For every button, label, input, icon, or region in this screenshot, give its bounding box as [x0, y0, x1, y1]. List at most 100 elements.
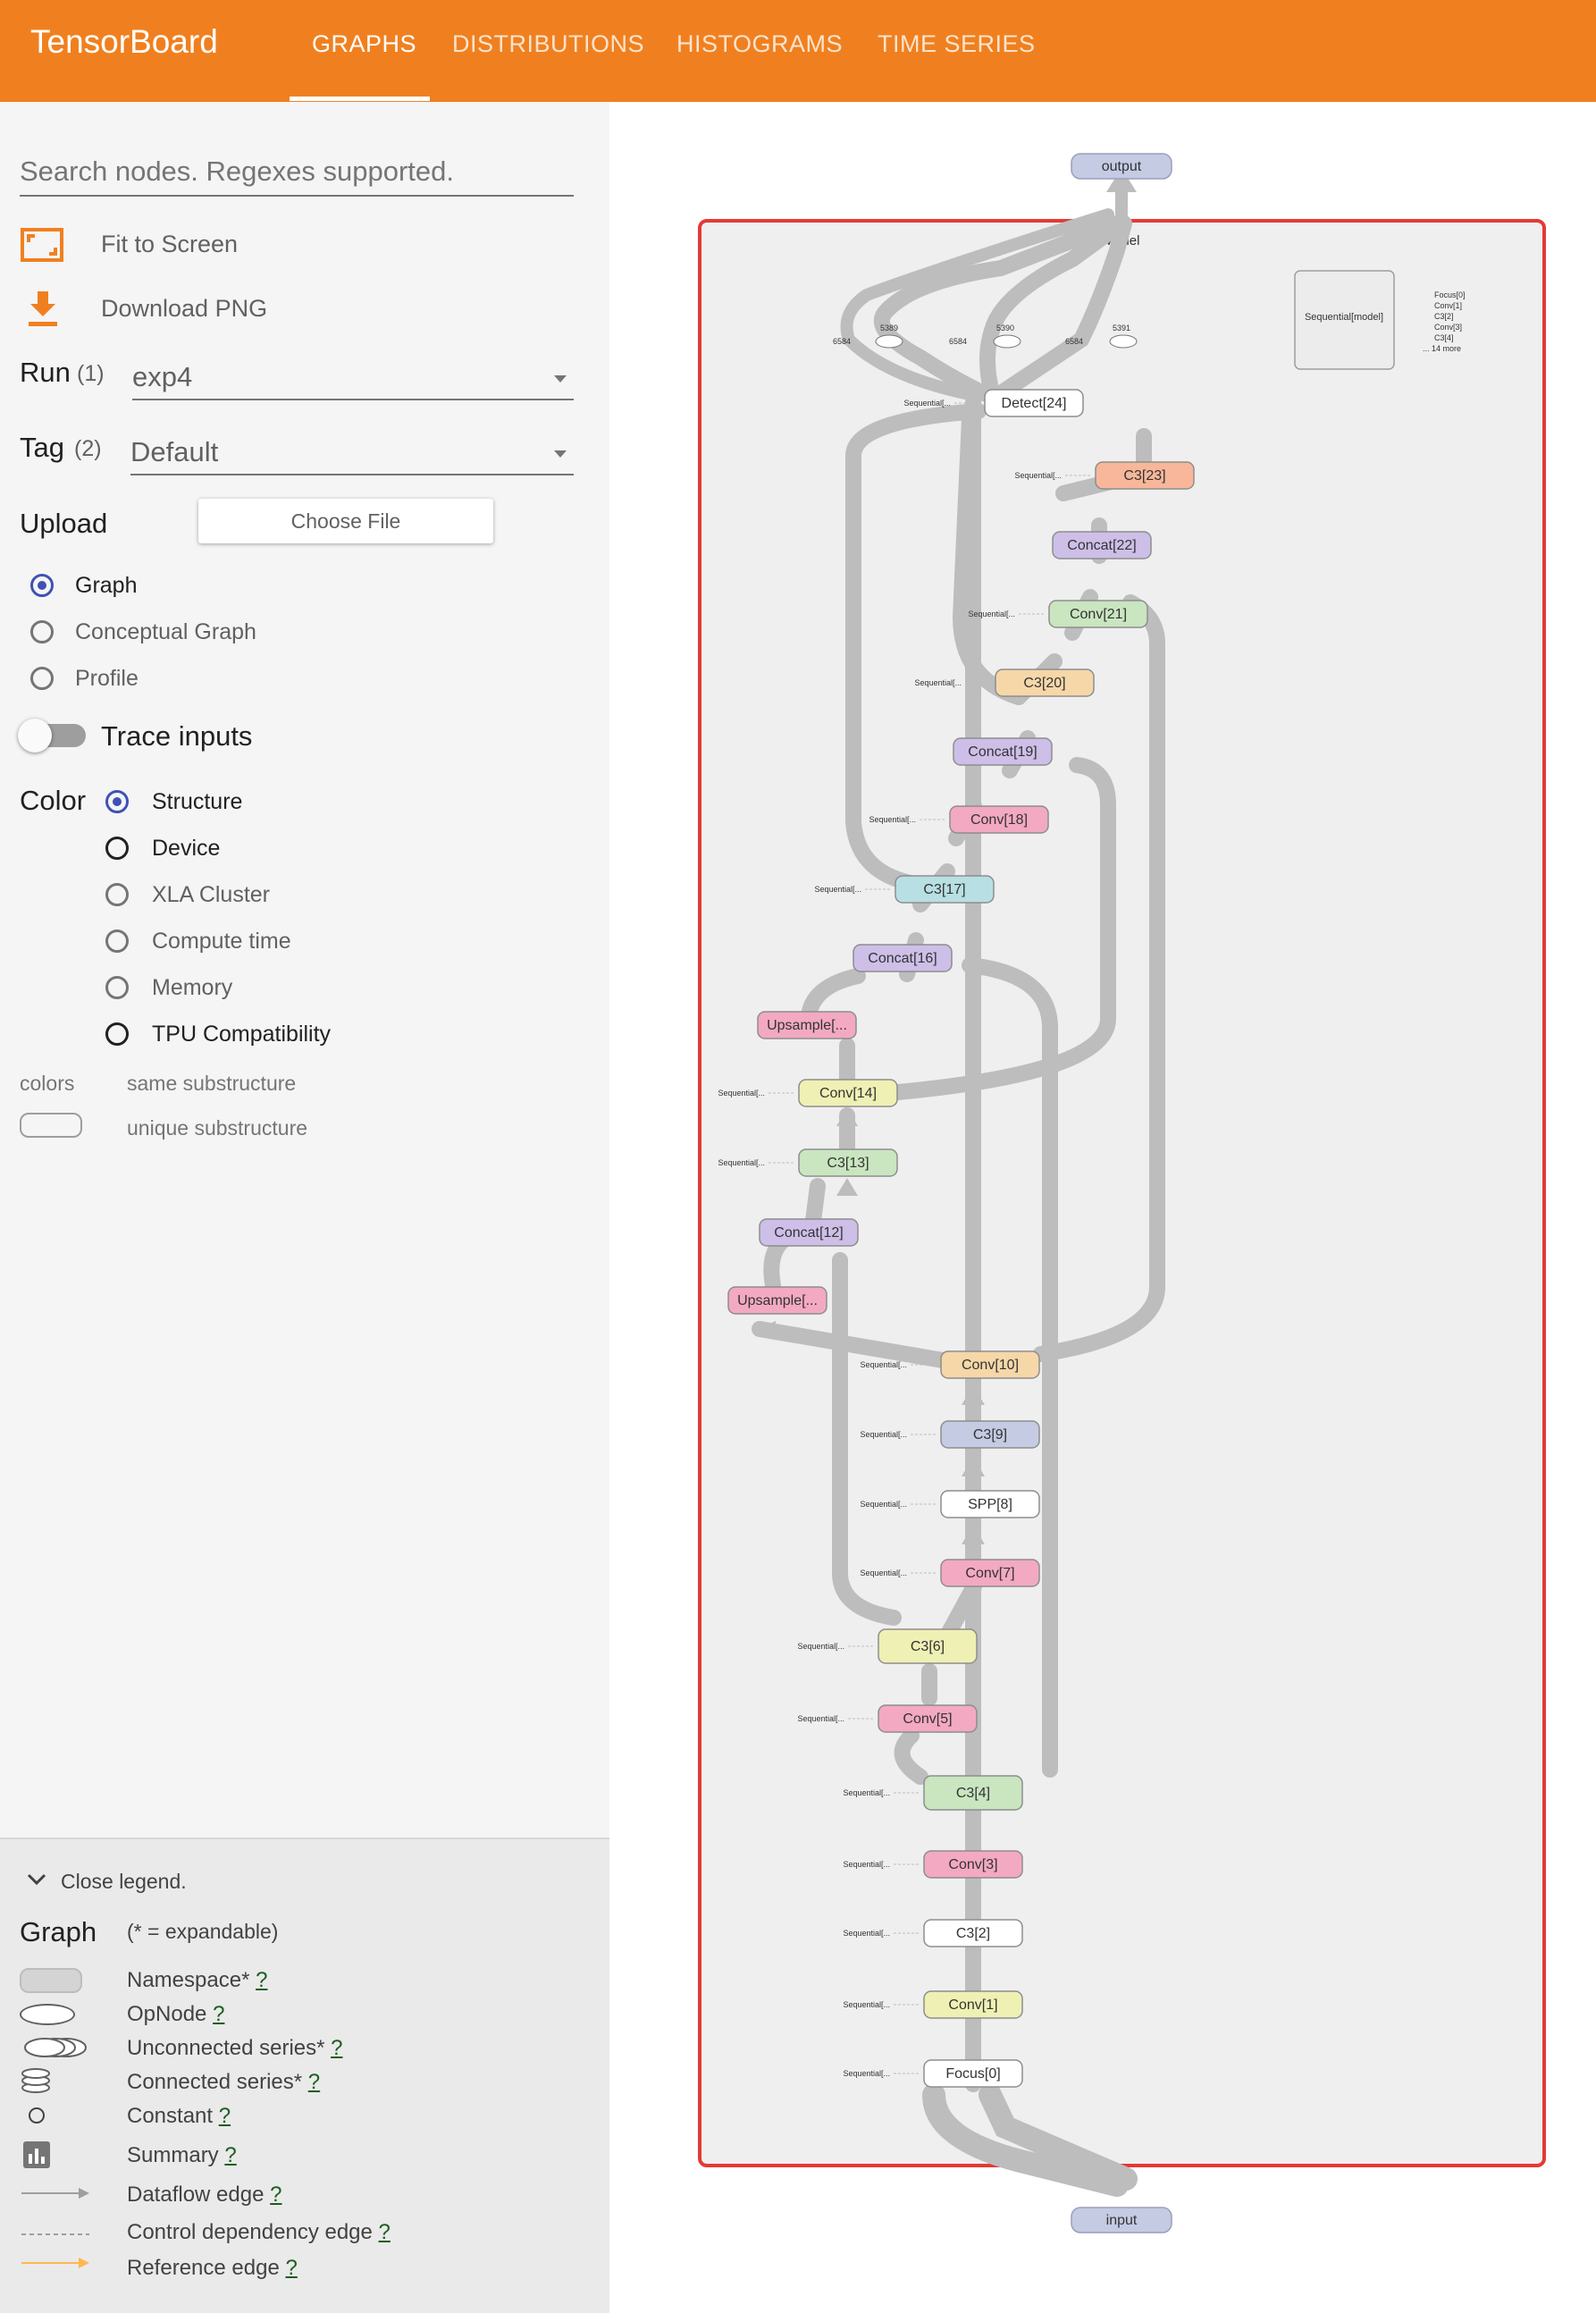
- trace-inputs-toggle-knob[interactable]: [18, 719, 52, 753]
- node-box[interactable]: [940, 1350, 1040, 1379]
- node-box[interactable]: [727, 1286, 827, 1315]
- node-box[interactable]: [757, 1011, 857, 1039]
- node-box[interactable]: [923, 1990, 1023, 2019]
- node-concat12[interactable]: Concat[12]: [759, 1218, 859, 1247]
- node-spp8[interactable]: Sequential[...SPP[8]: [860, 1490, 1040, 1518]
- node-conv7[interactable]: Sequential[...Conv[7]: [860, 1559, 1040, 1587]
- node-box[interactable]: [895, 875, 995, 904]
- node-c3_23[interactable]: Sequential[...C3[23]: [1014, 461, 1195, 490]
- node-box[interactable]: [949, 805, 1049, 834]
- sequential-model-node[interactable]: [1294, 270, 1395, 370]
- fit-to-screen-icon[interactable]: [20, 227, 64, 267]
- radio-tpu-compatibility[interactable]: [105, 1022, 129, 1046]
- help-link[interactable]: ?: [224, 2143, 237, 2167]
- chevron-down-icon[interactable]: [554, 448, 567, 464]
- tab-time-series[interactable]: TIME SERIES: [878, 30, 1036, 57]
- edge: [979, 215, 1130, 401]
- node-box[interactable]: [984, 389, 1084, 417]
- run-underline: [132, 399, 574, 400]
- help-link[interactable]: ?: [331, 2036, 343, 2060]
- node-box[interactable]: [923, 1775, 1023, 1811]
- node-conv1[interactable]: Sequential[...Conv[1]: [843, 1990, 1023, 2019]
- radio-compute-time[interactable]: [105, 929, 129, 953]
- node-c3_17[interactable]: Sequential[...C3[17]: [814, 875, 995, 904]
- node-box[interactable]: [759, 1218, 859, 1247]
- help-link[interactable]: ?: [307, 2070, 321, 2094]
- node-upsample11[interactable]: Upsample[...: [727, 1286, 827, 1315]
- choose-file-button[interactable]: Choose File: [198, 499, 493, 543]
- chevron-down-icon[interactable]: [27, 1873, 46, 1890]
- node-box[interactable]: [798, 1148, 898, 1177]
- radio-xla-cluster[interactable]: [105, 883, 129, 906]
- node-box[interactable]: [940, 1559, 1040, 1587]
- input-node[interactable]: [1071, 2207, 1172, 2233]
- nodes-layer[interactable]: Sequential[...Detect[24] Sequential[...C3…: [718, 389, 1195, 2088]
- radio-graph[interactable]: [30, 574, 54, 597]
- node-c3_4[interactable]: Sequential[...C3[4]: [843, 1775, 1023, 1811]
- radio-structure[interactable]: [105, 790, 129, 813]
- node-box[interactable]: [953, 737, 1053, 766]
- legend-namespace: Namespace* ?: [127, 1968, 268, 1992]
- help-link[interactable]: ?: [378, 2220, 391, 2244]
- node-upsample15[interactable]: Upsample[...: [757, 1011, 857, 1039]
- node-conv5[interactable]: Sequential[...Conv[5]: [797, 1704, 978, 1733]
- node-box[interactable]: [853, 944, 953, 972]
- node-box[interactable]: [798, 1079, 898, 1107]
- help-link[interactable]: ?: [285, 2256, 298, 2280]
- tag-select[interactable]: Default: [130, 436, 219, 467]
- tab-histograms[interactable]: HISTOGRAMS: [676, 30, 844, 57]
- node-box[interactable]: [1048, 600, 1148, 628]
- namespace-icon: [20, 1968, 82, 1993]
- series-node[interactable]: [1109, 334, 1138, 349]
- radio-memory[interactable]: [105, 976, 129, 999]
- graph-canvas[interactable]: Model: [609, 102, 1596, 2311]
- series-node[interactable]: [993, 334, 1021, 349]
- download-icon[interactable]: [25, 290, 61, 333]
- help-link[interactable]: ?: [213, 2002, 225, 2026]
- node-box[interactable]: [1052, 531, 1152, 559]
- node-box[interactable]: [995, 669, 1095, 697]
- graph-svg[interactable]: Model: [609, 102, 1596, 2311]
- node-c3_9[interactable]: Sequential[...C3[9]: [860, 1420, 1040, 1449]
- node-box[interactable]: [940, 1490, 1040, 1518]
- node-box[interactable]: [878, 1704, 978, 1733]
- series-node[interactable]: [875, 334, 903, 349]
- tab-distributions[interactable]: DISTRIBUTIONS: [452, 30, 645, 57]
- node-box[interactable]: [923, 1919, 1023, 1947]
- help-link[interactable]: ?: [256, 1968, 268, 1992]
- help-link[interactable]: ?: [218, 2104, 231, 2128]
- node-c3_13[interactable]: Sequential[...C3[13]: [718, 1148, 898, 1177]
- node-c3_6[interactable]: Sequential[...C3[6]: [797, 1628, 978, 1664]
- node-c3_2[interactable]: Sequential[...C3[2]: [843, 1919, 1023, 1947]
- node-focus0[interactable]: Sequential[...Focus[0]: [843, 2059, 1023, 2088]
- radio-conceptual-graph[interactable]: [30, 620, 54, 643]
- fit-to-screen-button[interactable]: Fit to Screen: [101, 231, 239, 257]
- node-box[interactable]: [923, 1850, 1023, 1879]
- radio-device[interactable]: [105, 837, 129, 860]
- chevron-down-icon[interactable]: [554, 373, 567, 389]
- model-namespace[interactable]: [698, 219, 1546, 2167]
- node-box[interactable]: [940, 1420, 1040, 1449]
- node-box[interactable]: [923, 2059, 1023, 2088]
- search-input[interactable]: Search nodes. Regexes supported.: [20, 156, 454, 187]
- radio-profile[interactable]: [30, 667, 54, 690]
- node-concat22[interactable]: Concat[22]: [1052, 531, 1152, 559]
- download-png-button[interactable]: Download PNG: [101, 295, 268, 322]
- node-concat16[interactable]: Concat[16]: [853, 944, 953, 972]
- node-detect24[interactable]: Sequential[...Detect[24]: [903, 389, 1084, 417]
- node-c3_20[interactable]: Sequential[...C3[20]: [914, 669, 1095, 697]
- output-node[interactable]: [1071, 153, 1172, 180]
- run-select[interactable]: exp4: [132, 361, 193, 392]
- node-conv10[interactable]: Sequential[...Conv[10]: [860, 1350, 1040, 1379]
- node-conv18[interactable]: Sequential[...Conv[18]: [869, 805, 1049, 834]
- node-box[interactable]: [1095, 461, 1195, 490]
- tab-graphs[interactable]: GRAPHS: [312, 30, 417, 57]
- help-link[interactable]: ?: [270, 2183, 282, 2207]
- node-box[interactable]: [878, 1628, 978, 1664]
- node-label: Concat[16]: [868, 951, 937, 966]
- node-conv14[interactable]: Sequential[...Conv[14]: [718, 1079, 898, 1107]
- node-conv3[interactable]: Sequential[...Conv[3]: [843, 1850, 1023, 1879]
- node-conv21[interactable]: Sequential[...Conv[21]: [968, 600, 1148, 628]
- node-concat19[interactable]: Concat[19]: [953, 737, 1053, 766]
- close-legend-button[interactable]: Close legend.: [61, 1870, 187, 1893]
